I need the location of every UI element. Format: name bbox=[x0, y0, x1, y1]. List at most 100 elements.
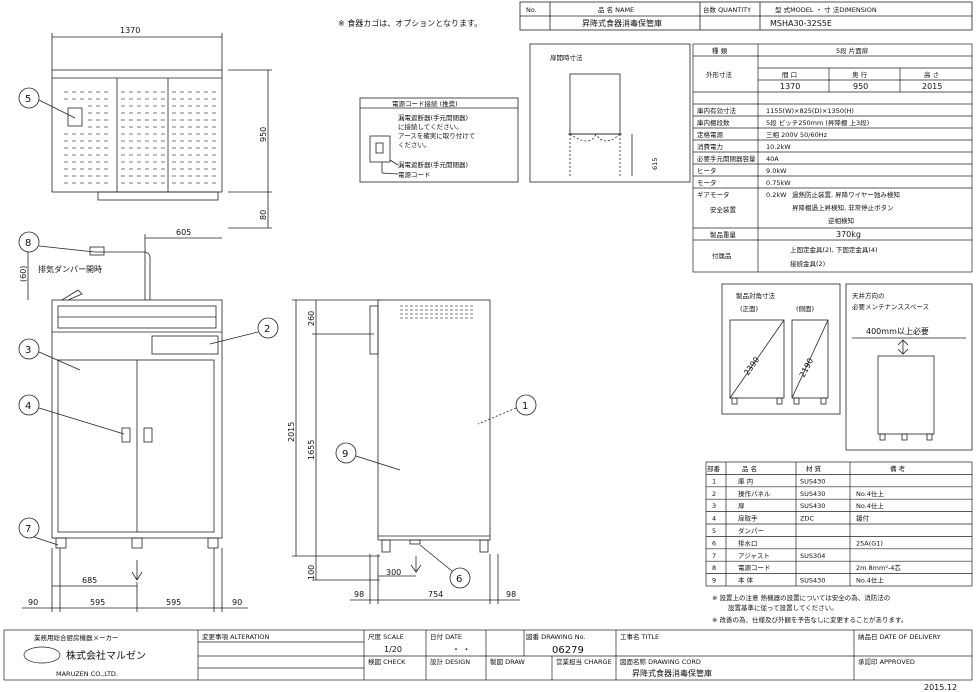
parts-cell: 7 bbox=[712, 552, 716, 560]
parts-cell: 電源コード bbox=[738, 563, 771, 572]
parts-cell: SUS430 bbox=[800, 490, 825, 498]
spec-row-label: ヒータ bbox=[697, 166, 717, 175]
diag-side: (側面) bbox=[796, 305, 814, 313]
spec-outer-d: 950 bbox=[853, 82, 868, 91]
spec-outer-label: 外形寸法 bbox=[706, 70, 733, 79]
parts-cell: ZDC bbox=[800, 515, 814, 523]
tb-delivery-label: 納品日 DATE OF DELIVERY bbox=[858, 632, 941, 641]
tb-approved: 承認印 APPROVED bbox=[858, 657, 915, 666]
dim-2015: 2015 bbox=[287, 422, 296, 442]
parts-cell: 2 bbox=[712, 490, 716, 498]
tb-draw: 製図 DRAW bbox=[490, 657, 525, 666]
dim-b4: 90 bbox=[232, 598, 242, 607]
parts-cell: No.4仕上 bbox=[856, 489, 884, 498]
door-open-box: 扉開時寸法 615 bbox=[529, 43, 691, 183]
parts-cell: SUS430 bbox=[800, 502, 825, 510]
diagonal-box: 製品対角寸法 (正面) (側面) 2390 2190 bbox=[721, 283, 841, 415]
tb-company-en: MARUZEN CO.,LTD. bbox=[56, 670, 118, 678]
spec-row-value: 9.0kW bbox=[766, 167, 787, 175]
dim-s2: 754 bbox=[428, 590, 443, 599]
tb-scale: 1/20 bbox=[384, 645, 402, 654]
parts-header: 品 名 bbox=[742, 464, 757, 473]
callout-3: 3 bbox=[25, 345, 31, 356]
parts-cell: 6 bbox=[712, 539, 716, 547]
maintenance-box: 天井方向の 必要メンテナンススペース 400mm以上必要 bbox=[845, 283, 973, 451]
spec-row-value: 1155(W)×825(D)×1350(H) bbox=[766, 107, 854, 115]
header-qty-label: 台数 QUANTITY bbox=[703, 5, 751, 14]
spec-row-label: 必要手元開閉器容量 bbox=[697, 154, 756, 163]
tb-title-label: 工事名 TITLE bbox=[620, 632, 659, 641]
spec-weight-label: 製品重量 bbox=[710, 230, 737, 239]
parts-cell: 9 bbox=[712, 577, 716, 585]
diag-v1: 2390 bbox=[742, 355, 761, 377]
power-cord-box: 電源コード接続 (推奨) 漏電遮断器(手元開閉器) に接続してください。 アース… bbox=[359, 97, 519, 183]
parts-cell: 本 体 bbox=[738, 576, 754, 585]
spec-row-value: 40A bbox=[766, 155, 779, 163]
parts-header: 部番 bbox=[707, 464, 721, 473]
dim-b1: 90 bbox=[28, 598, 38, 607]
parts-cell: SUS430 bbox=[800, 577, 825, 585]
spec-table: 種 類 5段 片面扉 外形寸法 間 口 奥 行 高 さ 1370 950 201… bbox=[692, 43, 973, 273]
callout-4: 4 bbox=[25, 401, 31, 412]
power-line-2: に接続してください。 bbox=[398, 122, 463, 131]
spec-weight-value: 370kg bbox=[836, 230, 861, 239]
parts-cell: 3 bbox=[712, 502, 716, 510]
parts-cell: 操作パネル bbox=[738, 489, 771, 498]
title-block: 業務用総合厨房機器メーカー 株式会社マルゼン MARUZEN CO.,LTD. … bbox=[3, 629, 973, 692]
dim-605: 605 bbox=[176, 228, 191, 237]
dim-top-height: 950 bbox=[259, 127, 268, 142]
dim-s3: 98 bbox=[506, 590, 516, 599]
power-box-title: 電源コード接続 (推奨) bbox=[392, 99, 458, 108]
spec-row-value: 10.2kW bbox=[766, 143, 791, 151]
header-name-value: 昇降式食器消毒保管庫 bbox=[582, 18, 662, 28]
callout-9: 9 bbox=[342, 449, 348, 460]
spec-acc-1: 上固定金具(2), 下固定金具(4) bbox=[790, 245, 878, 254]
spec-outer-h: 2015 bbox=[922, 82, 942, 91]
spec-safety-2: 昇降棚過上昇検知, 非常停止ボタン bbox=[792, 203, 894, 212]
spec-safety-3: 逆相検知 bbox=[828, 216, 854, 225]
parts-cell: 5 bbox=[712, 527, 716, 535]
spec-safety-label: 安全装置 bbox=[710, 205, 737, 214]
diag-front: (正面) bbox=[740, 305, 758, 313]
tb-cord: 昇降式食器消毒保管庫 bbox=[632, 668, 712, 678]
power-line-1: 漏電遮断器(手元開閉器) bbox=[398, 113, 468, 122]
note-1: ※ 設置上の注意 熱機器の設置については安全の為、消防法の bbox=[712, 593, 890, 602]
top-view: 1370 950 80 5 bbox=[18, 26, 272, 229]
spec-row-value: 5段 ピッチ250mm (昇降棚 上3段) bbox=[766, 118, 869, 127]
parts-cell: 排水口 bbox=[738, 538, 758, 547]
callout-8: 8 bbox=[25, 238, 31, 249]
spec-safety-1: 過熱防止装置, 昇降ワイヤー弛み検知 bbox=[792, 190, 900, 199]
parts-cell: 4 bbox=[712, 515, 716, 523]
tb-drawing-no: 06279 bbox=[552, 645, 584, 656]
maint-need: 400mm以上必要 bbox=[866, 326, 929, 336]
parts-cell: No.4仕上 bbox=[856, 576, 884, 585]
spec-outer-col-d: 奥 行 bbox=[852, 70, 868, 79]
diag-title: 製品対角寸法 bbox=[736, 291, 776, 300]
header-no-label: No. bbox=[526, 6, 537, 14]
parts-cell: 鍍付 bbox=[856, 514, 870, 523]
exhaust-label: 排気ダンパー開時 bbox=[38, 264, 102, 274]
header-note: ※ 食器カゴは、オプションとなります。 bbox=[338, 18, 482, 28]
dim-1655: 1655 bbox=[307, 440, 316, 460]
diag-v2: 2190 bbox=[798, 357, 816, 379]
spec-acc-label: 付属品 bbox=[712, 251, 732, 260]
callout-1: 1 bbox=[522, 401, 528, 412]
parts-cell: 庫 内 bbox=[738, 476, 753, 485]
dim-100: 100 bbox=[307, 565, 316, 580]
spec-acc-2: 接続金具(2) bbox=[790, 259, 825, 268]
spec-outer-col-h: 高 さ bbox=[924, 70, 939, 79]
dim-b2: 595 bbox=[90, 598, 105, 607]
tb-check: 検図 CHECK bbox=[368, 657, 406, 666]
header-name-label: 品 名 NAME bbox=[598, 5, 634, 14]
power-label-2: 電源コード bbox=[398, 170, 431, 179]
door-box-title: 扉開時寸法 bbox=[550, 53, 583, 62]
parts-cell: 25A(G1) bbox=[856, 539, 883, 547]
parts-cell: 扉取手 bbox=[738, 514, 758, 523]
callout-7: 7 bbox=[25, 524, 31, 535]
front-view: 8 605 (60) 排気ダンパー開時 2 3 4 7 bbox=[18, 228, 279, 612]
power-line-4: ください。 bbox=[398, 141, 431, 149]
tb-date-dots: ・ ・ bbox=[452, 645, 471, 654]
tb-charge: 営業担当 CHARGE bbox=[556, 657, 612, 666]
parts-cell: 扉 bbox=[738, 501, 745, 510]
